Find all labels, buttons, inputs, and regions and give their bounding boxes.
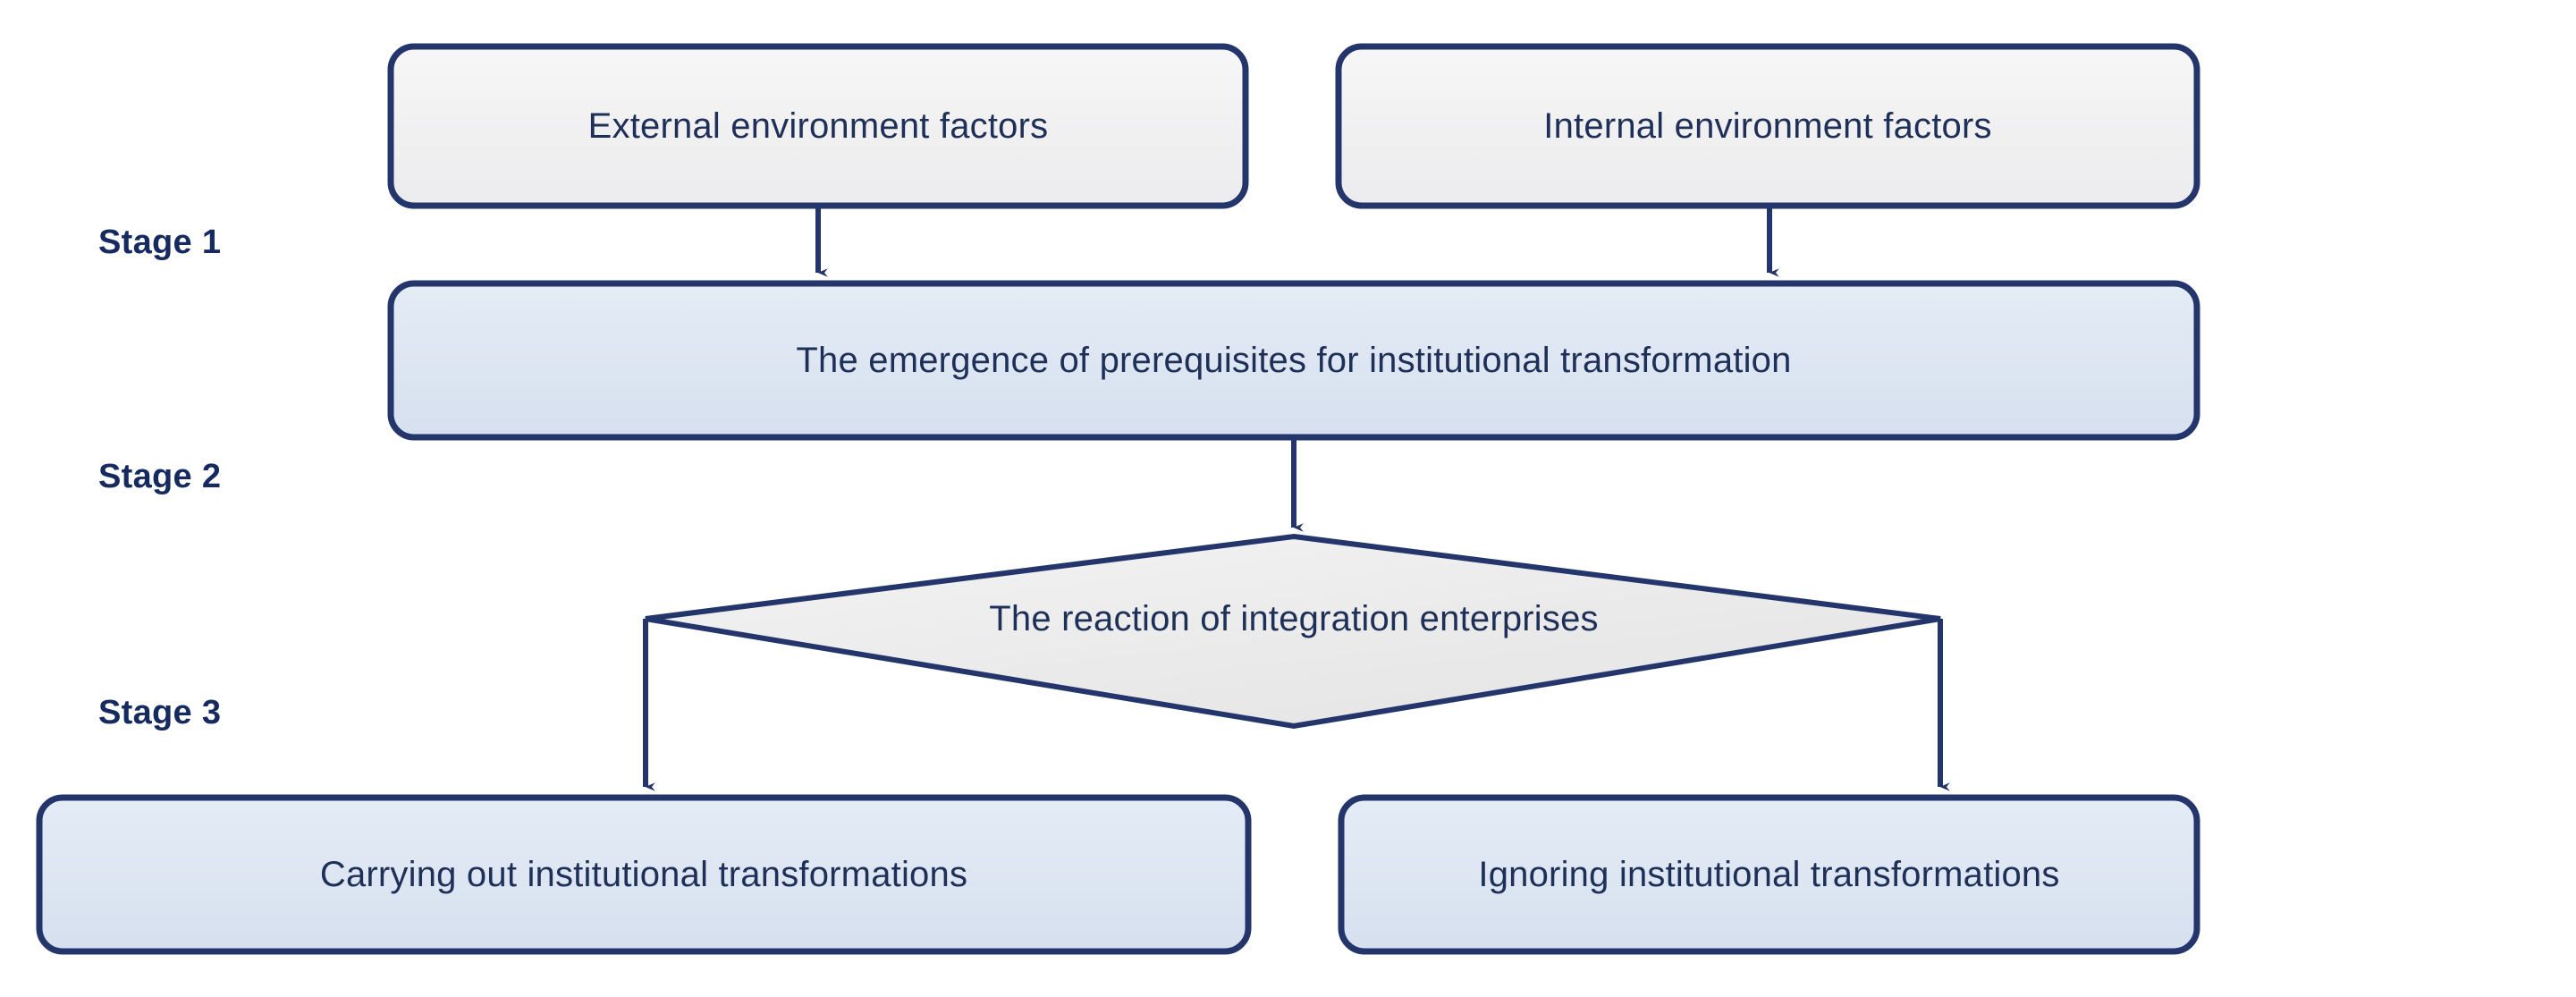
node-reaction-of-integration-enterprises[interactable] [645,533,1941,730]
node-ignoring-institutional-transformations[interactable] [1338,794,2200,955]
stage-label-2: Stage 2 [98,458,222,495]
node-carrying-out-institutional-transformations[interactable] [36,794,1252,955]
stage-label-3: Stage 3 [98,694,222,731]
node-emergence-of-prerequisites[interactable] [387,280,2200,441]
node-internal-environment-factors[interactable] [1335,43,2200,209]
node-external-environment-factors[interactable] [387,43,1249,209]
stage-label-1: Stage 1 [98,224,222,261]
